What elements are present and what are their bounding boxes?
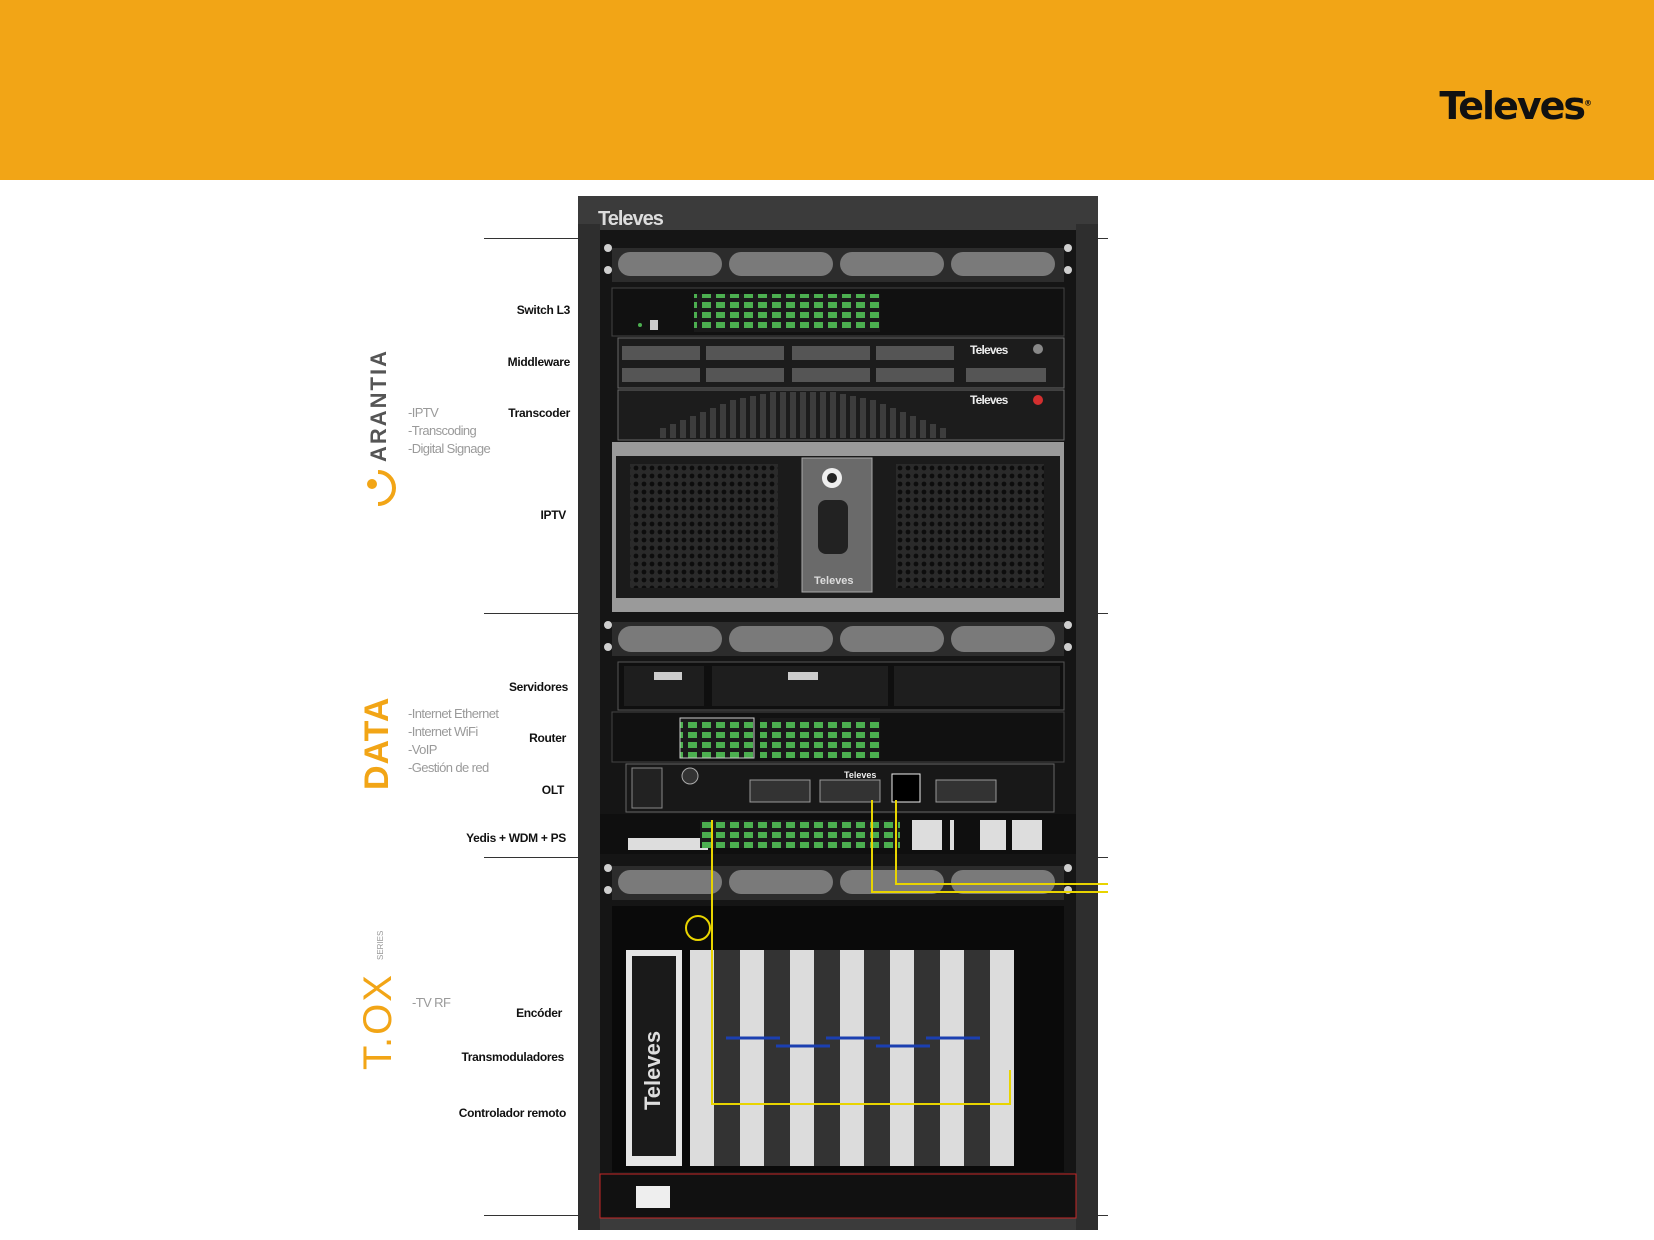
label-switch: Switch L3 [516,303,571,317]
svg-text:Televes: Televes [640,1031,665,1110]
arantia-features: -IPTV -Transcoding -Digital Signage [408,405,491,456]
tox-logo: T.OX [356,973,400,1070]
data-logo: DATA [358,696,396,790]
label-encoder: Encóder [516,1006,562,1020]
svg-text:Televes: Televes [844,770,876,780]
svg-text:Televes: Televes [814,575,854,587]
tox-logo-sub: SERIES [376,930,385,960]
label-router: Router [529,731,566,745]
rack-top-logo: Televes [598,208,664,230]
label-middleware: Middleware [507,355,571,369]
tox-features: -TV RF [412,995,451,1010]
label-yedis: Yedis + WDM + PS [466,831,566,845]
label-olt: OLT [541,783,565,797]
svg-text:Televes: Televes [970,393,1009,407]
label-controlador: Controlador remoto [458,1106,567,1120]
data-features: -Internet Ethernet -Internet WiFi -VoIP … [408,706,499,775]
label-transcoder: Transcoder [508,406,570,420]
label-servidores: Servidores [508,680,568,694]
arantia-logo-icon [367,470,396,506]
label-transmoduladores: Transmoduladores [461,1050,564,1064]
header-bar [0,0,1654,180]
svg-text:Televes: Televes [970,343,1009,357]
label-iptv: IPTV [540,508,567,522]
arantia-logo: ARANTIA [366,349,391,462]
televes-brand-logo: Televes® [1439,84,1592,128]
